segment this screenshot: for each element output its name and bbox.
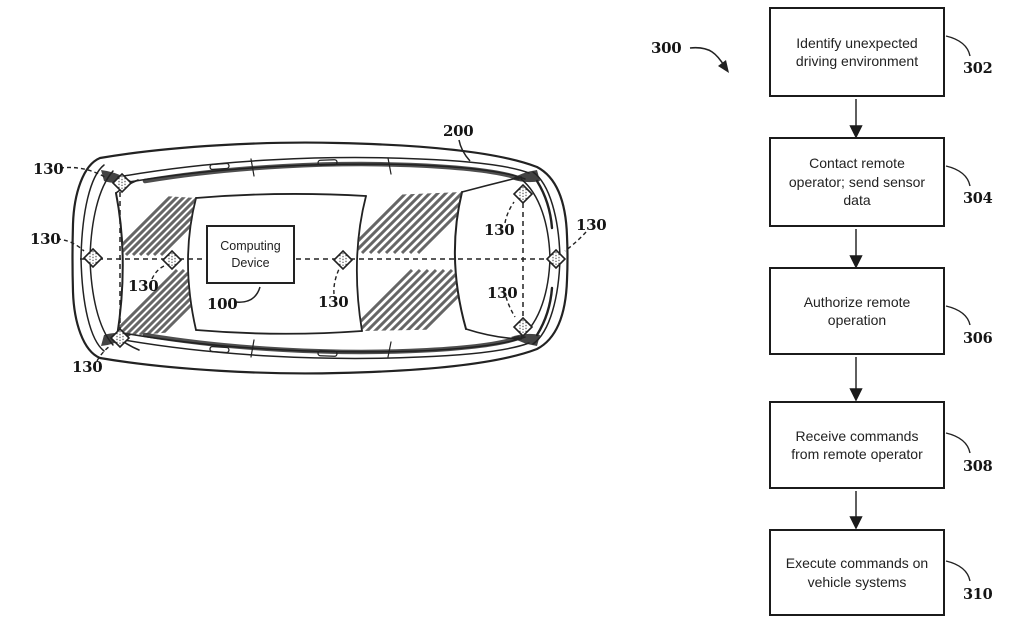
flow-step-label: Receive commands from remote operator [791, 427, 923, 462]
flow-step-receive: Receive commands from remote operator [769, 401, 945, 489]
flowchart-ref-leaders [945, 35, 971, 582]
flowchart-arrows [849, 99, 863, 530]
ref-sensor-front-right: 130 [72, 358, 103, 376]
roof-rear-edge [355, 195, 367, 332]
sensor-icon [513, 317, 533, 337]
sensor-icon [162, 250, 182, 270]
ref-sensor-rear-center: 130 [576, 216, 607, 234]
flow-step-label: Authorize remote operation [803, 293, 911, 328]
ref-step-receive: 308 [963, 458, 993, 475]
ref-step-authorize: 306 [963, 330, 993, 347]
ref-sensor-windshield: 130 [128, 277, 159, 295]
computing-device-box: Computing Device [206, 225, 295, 284]
ref-sensor-front-left: 130 [33, 160, 64, 178]
vehicle-top-view [71, 141, 569, 375]
roof-side-bottom [195, 329, 363, 335]
windshield-hatching [116, 192, 466, 337]
sensor-leader-lines [56, 166, 587, 362]
car-body-outline [71, 141, 569, 375]
flow-step-label: Execute commands on vehicle systems [785, 555, 929, 590]
ref-step-identify: 302 [963, 60, 993, 77]
sensor-icon [83, 248, 103, 268]
ref-vehicle: 200 [443, 122, 474, 140]
computing-device-label: Computing Device [220, 239, 281, 270]
roof-front-edge [187, 197, 197, 331]
sensor-icon [333, 250, 353, 270]
ref-sensor-front-center: 130 [30, 230, 61, 248]
flow-step-authorize: Authorize remote operation [769, 267, 945, 355]
sensor-axis-lines [80, 183, 556, 338]
ref-computing-device: 100 [207, 295, 238, 313]
ref-step-contact: 304 [963, 190, 993, 207]
flow-step-label: Contact remote operator; send sensor dat… [788, 155, 926, 209]
flow-step-identify: Identify unexpected driving environment [769, 7, 945, 97]
ref-sensor-rear-right: 130 [487, 284, 518, 302]
flowchart-pointer-arrow [689, 46, 729, 73]
sensor-array [83, 173, 566, 348]
roof-side-top [195, 193, 367, 199]
rear-window-base-line [453, 191, 467, 330]
ref-flowchart: 300 [651, 39, 682, 57]
flow-step-label: Identify unexpected driving environment [795, 34, 919, 69]
ref-sensor-rear-left: 130 [484, 221, 515, 239]
ref-sensor-mid: 130 [318, 293, 349, 311]
flow-step-contact: Contact remote operator; send sensor dat… [769, 137, 945, 227]
flow-step-execute: Execute commands on vehicle systems [769, 529, 945, 616]
solid-leader-lines [234, 139, 471, 303]
ref-step-execute: 310 [963, 586, 993, 603]
